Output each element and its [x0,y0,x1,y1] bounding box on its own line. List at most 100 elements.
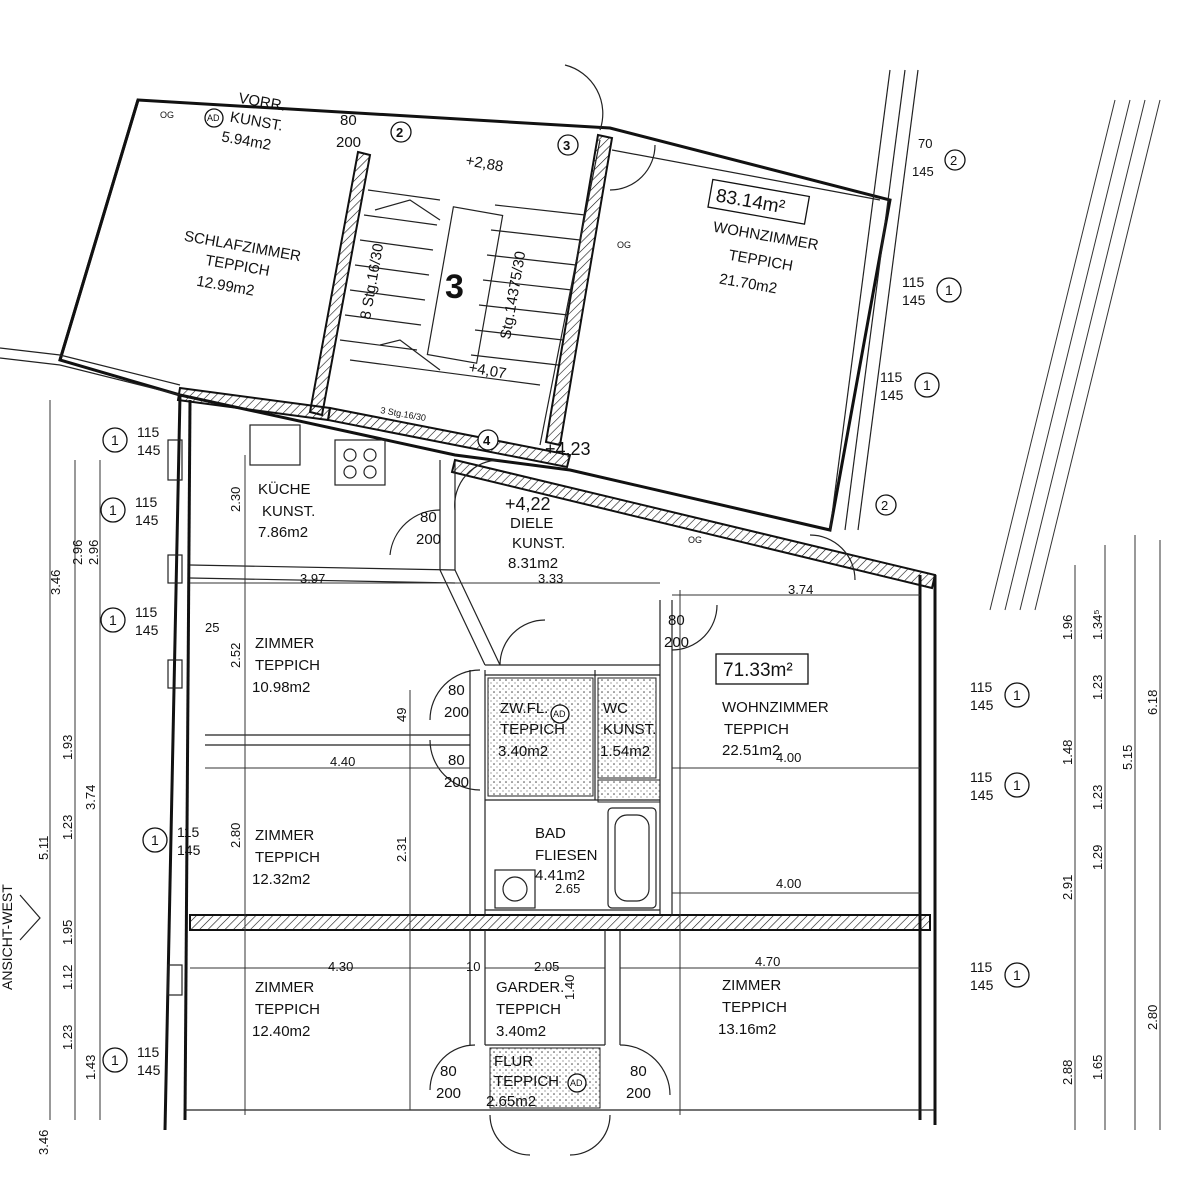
chain-dim-label: 1.23 [60,1025,75,1050]
window-size-top: 115 [137,1044,160,1060]
door-size-height: 200 [336,134,361,151]
door-marker-number: 2 [881,498,888,513]
dim-label: 10 [466,959,480,974]
dim-label: 2.30 [228,487,243,512]
ad-marker-label: AD [553,709,566,719]
kitchen-zimmer-wall-2 [189,577,456,584]
ad-marker-circle [567,1073,587,1093]
window-marker-number: 1 [1013,687,1021,703]
room-name: DIELE [510,515,553,532]
door-arc-upper-balcony [809,534,856,581]
window-size-top: 115 [970,769,993,785]
door-marker-number: 2 [396,125,403,140]
stair-left-wall [308,150,372,417]
room-area: 8.31m2 [508,555,558,572]
door-arc-entrance-right [569,1114,611,1156]
door-arc-zwfl [499,619,546,666]
window-marker-circle [100,497,126,523]
room-area: 21.70m2 [718,271,778,298]
window-marker-number: 1 [923,377,931,393]
chain-dim-label: 5.15 [1120,745,1135,770]
room-area: 3.40m2 [496,1023,546,1040]
dim-label: 4.00 [776,876,801,891]
stair-run-b: Stg.14375/30 [497,250,529,341]
door-size-width: 80 [630,1063,647,1080]
doors [389,64,856,1156]
diele-diagonal-wall [439,569,486,666]
level-mid: +4,07 [467,359,507,382]
wc-floor-pattern [597,677,657,779]
door-arc-entry [454,459,501,511]
door-arc-kitchen [389,509,441,556]
window-marker-circle [100,607,126,633]
dim-label: 4.70 [755,954,780,969]
chain-dim-label: 1.43 [83,1055,98,1080]
room-floor: TEPPICH [496,1001,561,1018]
window-marker-circle [102,1047,128,1073]
room-area: 12.99m2 [195,273,255,300]
shaft-pattern [597,779,661,803]
door-size-width: 80 [448,752,465,769]
ad-marker-label: AD [207,113,220,123]
kitchen-stove [334,439,386,486]
door-size-width: 80 [420,509,437,526]
view-arrow-icon [19,894,41,941]
door-marker-number: 4 [483,433,491,448]
dim-label: 3.74 [788,582,813,597]
upper-right-facade [829,69,919,531]
room-area: 5.94m2 [220,128,272,153]
zwfl-floor-pattern [487,677,594,797]
room-area: 12.32m2 [252,871,310,888]
door-size-height: 200 [444,774,469,791]
dim-label: 2.80 [228,823,243,848]
upper-total-area-box [707,178,811,225]
stair-run-a: 8 Stg.16/30 [357,242,387,321]
chain-dim-label: 5.11 [36,836,51,860]
window-size-top: 115 [902,274,925,290]
bedroom-bottom-wall [176,386,332,422]
dim-label: 2.31 [394,837,409,862]
chain-dim-label: 2.96 [70,540,85,565]
room-area: 4.41m2 [535,867,585,884]
bathtub [607,807,657,909]
room-area: 22.51m2 [722,742,780,759]
room-area: 13.16m2 [718,1021,776,1038]
chain-dim-label: 3.74 [83,785,98,810]
door-marker-circle [944,149,966,171]
dimension-lines [49,99,1161,1130]
dim-label: 4.00 [776,750,801,765]
kitchen-sink [249,424,301,466]
diele-diagonal-wall-2 [454,569,501,666]
ad-marker-circle [204,108,224,128]
chain-dim-label: 3.46 [36,1130,51,1155]
level-landing: +4,23 [545,439,591,459]
level-top: +2,88 [464,152,504,175]
stove-burner [343,448,357,462]
central-cross-wall [189,914,931,931]
dim-label: 25 [205,620,219,635]
window-size-top: 115 [177,824,200,840]
room-floor: TEPPICH [494,1073,559,1090]
door-size-height: 200 [416,531,441,548]
chain-dim-label: 1.93 [60,735,75,760]
room-area: 10.98m2 [252,679,310,696]
dim-label: 49 [394,708,409,722]
room-area: 7.86m2 [258,524,308,541]
stair-number: 3 [445,268,464,306]
chain-dim-label: 1.12 [60,965,75,990]
door-arc-flur-left [429,1044,476,1091]
ad-marker-circle [550,704,570,724]
room-name: GARDER. [496,979,564,996]
window-marker-circle [1004,682,1030,708]
window-marker-number: 1 [109,612,117,628]
room-floor: KUNST. [603,721,656,738]
og-label: OG [160,110,174,120]
lower-total-area: 71.33m² [723,660,793,681]
room-area: 2.65m2 [486,1093,536,1110]
lower-outer-wall-inner [183,399,192,1121]
chain-dim-label: 1.34⁵ [1090,609,1105,640]
room-area: 1.54m2 [600,743,650,760]
window-marker-circle [936,277,962,303]
lower-room-labels: KÜCHE KUNST. 7.86m2 DIELE KUNST. 8.31m2 … [252,480,829,1110]
